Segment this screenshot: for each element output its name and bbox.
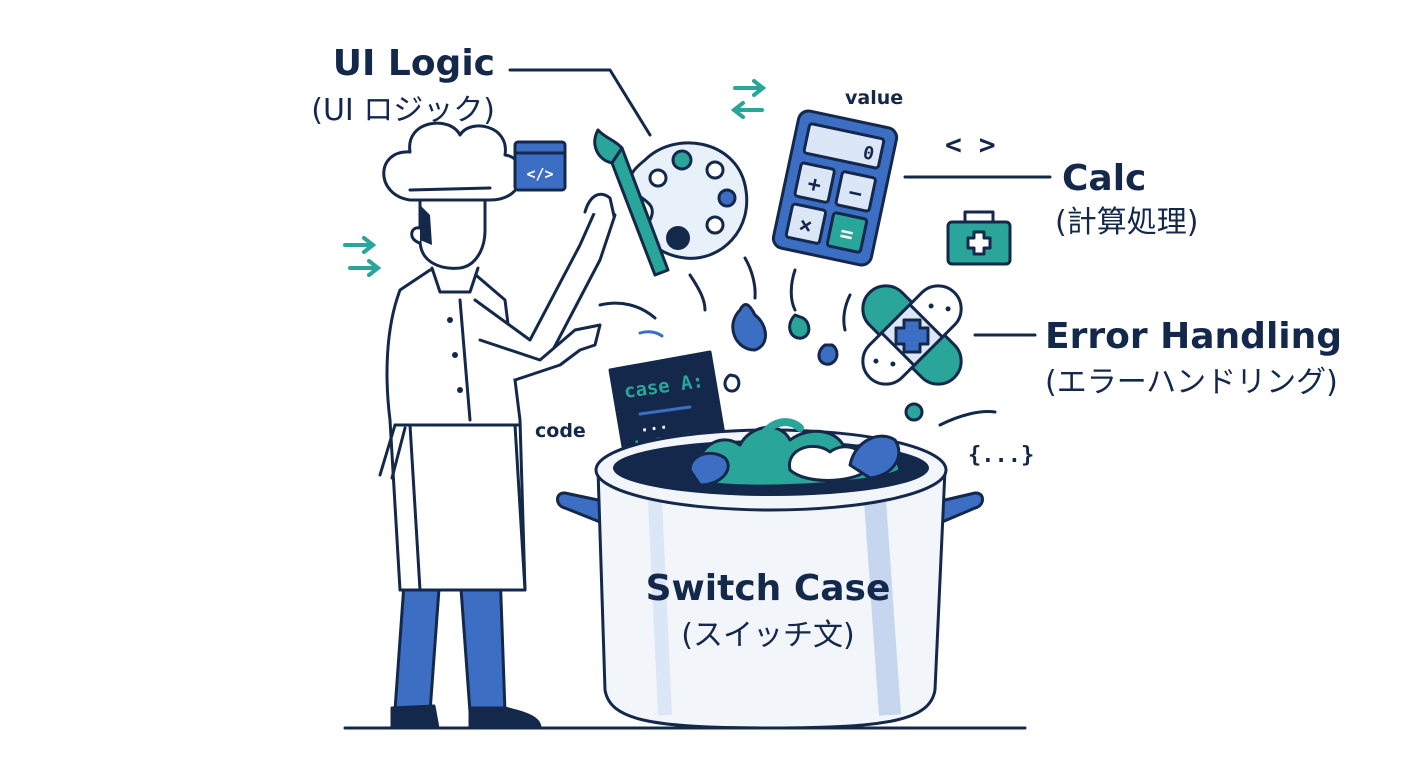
ui-logic-title: UI Logic [333, 43, 495, 84]
angle-brackets-symbol: < > [945, 128, 996, 161]
calc-plus-key: + [805, 171, 823, 198]
swap-arrows-icon [730, 79, 767, 119]
calc-times-key: × [796, 213, 814, 240]
calc-equals-key: = [837, 221, 855, 248]
error-handling-title: Error Handling [1045, 316, 1342, 357]
calc-subtitle: (計算処理) [1055, 205, 1198, 240]
code-line-ellipsis-1: ... [638, 413, 669, 436]
switch-case-subtitle: (スイッチ文) [681, 618, 854, 653]
first-aid-kit-icon [946, 210, 1012, 266]
swap-arrows-icon [343, 236, 382, 277]
paint-palette-icon [628, 141, 749, 260]
paintbrush-icon [593, 128, 670, 277]
calc-minus-key: − [846, 180, 864, 207]
curly-braces-symbol: {...} [968, 443, 1034, 468]
code-window-symbol: </> [526, 165, 553, 183]
callout-lines [508, 68, 1052, 337]
bandage-icon [861, 284, 963, 386]
calc-display: 0 [861, 142, 876, 165]
error-handling-subtitle: (エラーハンドリング) [1045, 365, 1338, 400]
code-window-icon: </> [513, 140, 567, 192]
chef-icon [378, 121, 617, 730]
splash-drops [598, 256, 997, 427]
calc-title: Calc [1062, 158, 1146, 199]
value-label: value [845, 87, 903, 109]
ui-logic-subtitle: (UI ロジック) [311, 93, 495, 128]
calculator-icon: 0 + − × = [771, 109, 899, 267]
code-label: code [535, 420, 586, 442]
switch-case-title: Switch Case [646, 568, 891, 609]
cooking-pot-icon: Switch Case (スイッチ文) [556, 418, 984, 730]
